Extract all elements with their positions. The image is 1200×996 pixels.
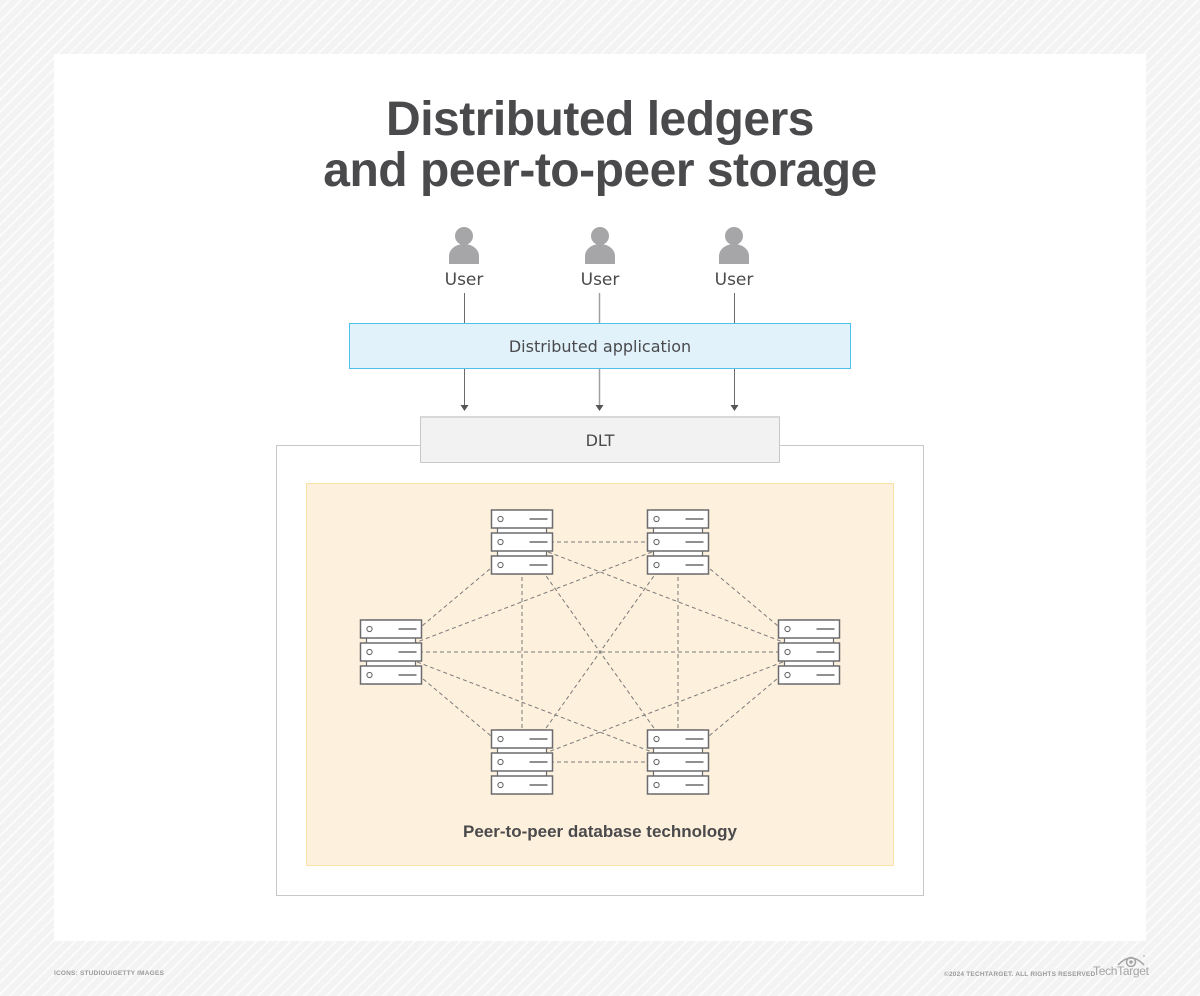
user-node-3: User bbox=[694, 226, 774, 290]
dlt-label: DLT bbox=[585, 430, 615, 450]
distributed-application-box: Distributed application bbox=[349, 323, 851, 369]
connection-left-server-bottom-right-server bbox=[390, 651, 679, 763]
user-node-2: User bbox=[560, 226, 640, 290]
techtarget-logo: TechTarget bbox=[1093, 964, 1149, 978]
title-line-2: and peer-to-peer storage bbox=[323, 144, 877, 197]
title-line-1: Distributed ledgers bbox=[386, 93, 814, 146]
arrowhead-icon bbox=[460, 405, 469, 411]
connection-top-right-server-left-server bbox=[390, 541, 679, 653]
icon-credit: ICONS: STUDIOU/GETTY IMAGES bbox=[54, 970, 165, 977]
p2p-label: Peer-to-peer database technology bbox=[463, 822, 737, 841]
distributed-application-label: Distributed application bbox=[508, 336, 692, 356]
user-icon bbox=[719, 227, 749, 264]
connection-top-left-server-right-server bbox=[521, 541, 810, 653]
user-node-1: User bbox=[424, 226, 504, 290]
connection-right-server-bottom-left-server bbox=[521, 651, 810, 763]
user-label: User bbox=[444, 270, 484, 290]
bottom-left-server-icon bbox=[490, 729, 554, 795]
user-label: User bbox=[580, 270, 620, 290]
user-icon bbox=[585, 227, 615, 264]
diagram-title: Distributed ledgers and peer-to-peer sto… bbox=[0, 94, 1200, 196]
techtarget-eye-icon bbox=[1117, 955, 1145, 967]
user-label: User bbox=[714, 270, 754, 290]
user-icon bbox=[449, 227, 479, 264]
right-server-icon bbox=[777, 619, 841, 685]
left-server-icon bbox=[359, 619, 423, 685]
arrowhead-icon bbox=[595, 405, 604, 411]
bottom-right-server-icon bbox=[646, 729, 710, 795]
arrowhead-icon bbox=[730, 405, 739, 411]
dlt-box: DLT bbox=[420, 416, 780, 463]
top-left-server-icon bbox=[490, 509, 554, 575]
top-right-server-icon bbox=[646, 509, 710, 575]
connection-top-right-server-bottom-left-server bbox=[521, 541, 679, 763]
copyright-notice: ©2024 TECHTARGET. ALL RIGHTS RESERVED bbox=[944, 971, 1096, 978]
